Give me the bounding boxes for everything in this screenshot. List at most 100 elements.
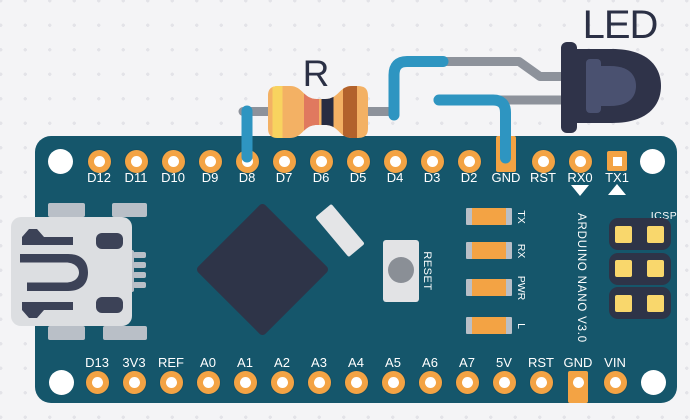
mini-usb-connector[interactable]: [11, 217, 132, 326]
icsp-header-row: [609, 218, 671, 250]
pin-top-d6[interactable]: [309, 149, 333, 173]
pin-bottom-a5-label: A5: [385, 355, 401, 370]
pin-top-d12[interactable]: [87, 149, 111, 173]
pin-top-d5[interactable]: [346, 149, 370, 173]
pin-top-rx0-label: RX0: [567, 170, 593, 185]
usb-pin-tooth: [133, 262, 146, 268]
pin-top-tx1-label: TX1: [605, 170, 629, 185]
board-model-text: ARDUINO NANO V3.0: [575, 213, 587, 343]
pin-bottom-rst-label: RST: [528, 355, 554, 370]
pin-bottom-a7[interactable]: [455, 370, 479, 394]
pin-top-tx1-hole: [612, 156, 622, 166]
pin-top-d12-label: D12: [87, 170, 111, 185]
l-label: L: [515, 322, 527, 329]
pwr-indicator-led: [466, 279, 512, 296]
resistor-band-1: [272, 86, 283, 138]
usb-tab: [112, 203, 147, 217]
wire-resistor-to-led[interactable]: [388, 56, 449, 121]
pin-top-d10-label: D10: [161, 170, 185, 185]
pin-top-d10[interactable]: [161, 149, 185, 173]
icsp-pin[interactable]: [615, 294, 632, 312]
pin-bottom-a0-label: A0: [200, 355, 216, 370]
led[interactable]: [561, 42, 661, 133]
usb-pin-tooth: [133, 272, 146, 278]
mounting-hole: [640, 369, 666, 395]
usb-pin-tooth: [133, 282, 146, 288]
usb-tab: [103, 326, 147, 340]
pin-top-d7-label: D7: [275, 170, 293, 185]
pin-bottom-a4-label: A4: [348, 355, 364, 370]
pin-bottom-ref-label: REF: [158, 355, 184, 370]
pin-top-rx0-arrow-down-icon: [571, 185, 589, 196]
pin-bottom-5v[interactable]: [492, 370, 516, 394]
pin-top-gnd-label: GND: [491, 170, 521, 185]
pin-bottom-a3[interactable]: [307, 370, 331, 394]
pin-top-d8-label: D8: [238, 170, 256, 185]
pin-top-d5-label: D5: [349, 170, 367, 185]
tx-label: TX: [515, 209, 527, 224]
icsp-header-row: [609, 252, 671, 285]
mounting-hole: [639, 149, 665, 174]
tx-indicator-led: [466, 208, 512, 225]
icsp-header-row: [609, 287, 671, 319]
pin-bottom-5v-label: 5V: [496, 355, 512, 370]
pin-top-d11-label: D11: [124, 170, 148, 185]
icsp-pin[interactable]: [647, 260, 664, 277]
pin-top-d2-label: D2: [460, 170, 478, 185]
pin-bottom-a1-label: A1: [237, 355, 253, 370]
pin-bottom-a2-label: A2: [274, 355, 290, 370]
pin-bottom-vin-label: VIN: [604, 355, 626, 370]
reset-button-cap[interactable]: [388, 257, 414, 283]
led-anode-leg: [439, 57, 569, 81]
usb-tab: [48, 203, 85, 217]
pin-top-d9-label: D9: [201, 170, 219, 185]
pin-top-d11[interactable]: [124, 149, 148, 173]
pin-top-d4-label: D4: [386, 170, 404, 185]
pin-top-gnd-pad[interactable]: [496, 136, 516, 172]
pin-top-d4[interactable]: [383, 149, 407, 173]
pin-bottom-3v3-label: 3V3: [122, 355, 146, 370]
pin-bottom-a0[interactable]: [196, 370, 220, 394]
pin-bottom-rst[interactable]: [529, 370, 553, 394]
resistor-name-label: R: [302, 53, 330, 94]
pin-bottom-d13-label: D13: [85, 355, 109, 370]
pin-bottom-a2[interactable]: [270, 370, 294, 394]
pwr-label: PWR: [515, 275, 527, 300]
pin-bottom-a4[interactable]: [344, 370, 368, 394]
icsp-pin[interactable]: [615, 225, 632, 243]
rx-indicator-led: [466, 242, 512, 259]
pin-bottom-a5[interactable]: [381, 370, 405, 394]
led-bulb: [574, 49, 661, 123]
pin-top-rst-label: RST: [530, 170, 556, 185]
pin-bottom-3v3[interactable]: [122, 370, 146, 394]
pin-bottom-a3-label: A3: [311, 355, 327, 370]
pin-bottom-gnd-label: GND: [563, 355, 593, 370]
pin-top-d7[interactable]: [272, 149, 296, 173]
pin-top-d6-label: D6: [312, 170, 330, 185]
pin-bottom-d13[interactable]: [85, 370, 109, 394]
pin-bottom-a1[interactable]: [233, 370, 257, 394]
arduino-nano-board[interactable]: [35, 136, 677, 403]
icsp-pin[interactable]: [647, 225, 664, 243]
led-highlight: [586, 59, 601, 113]
usb-tab: [48, 326, 85, 340]
pin-top-rx0[interactable]: [568, 149, 592, 173]
led-flange: [561, 42, 577, 133]
mounting-hole: [48, 369, 74, 395]
mounting-hole: [47, 149, 73, 174]
pin-bottom-ref[interactable]: [159, 370, 183, 394]
pin-top-d3-label: D3: [423, 170, 441, 185]
pin-top-d9[interactable]: [198, 149, 222, 173]
icsp-pin[interactable]: [615, 260, 632, 277]
pin-top-tx1[interactable]: [607, 151, 627, 171]
led-highlight: [598, 66, 636, 106]
resistor-band-4: [343, 86, 357, 138]
pin-bottom-vin[interactable]: [603, 370, 627, 394]
pin-top-rst[interactable]: [531, 149, 555, 173]
reset-label: RESET: [421, 251, 433, 291]
l-indicator-led: [466, 317, 512, 334]
pin-bottom-a6[interactable]: [418, 370, 442, 394]
icsp-pin[interactable]: [647, 294, 664, 312]
pin-top-tx1-arrow-up-icon: [608, 184, 626, 195]
